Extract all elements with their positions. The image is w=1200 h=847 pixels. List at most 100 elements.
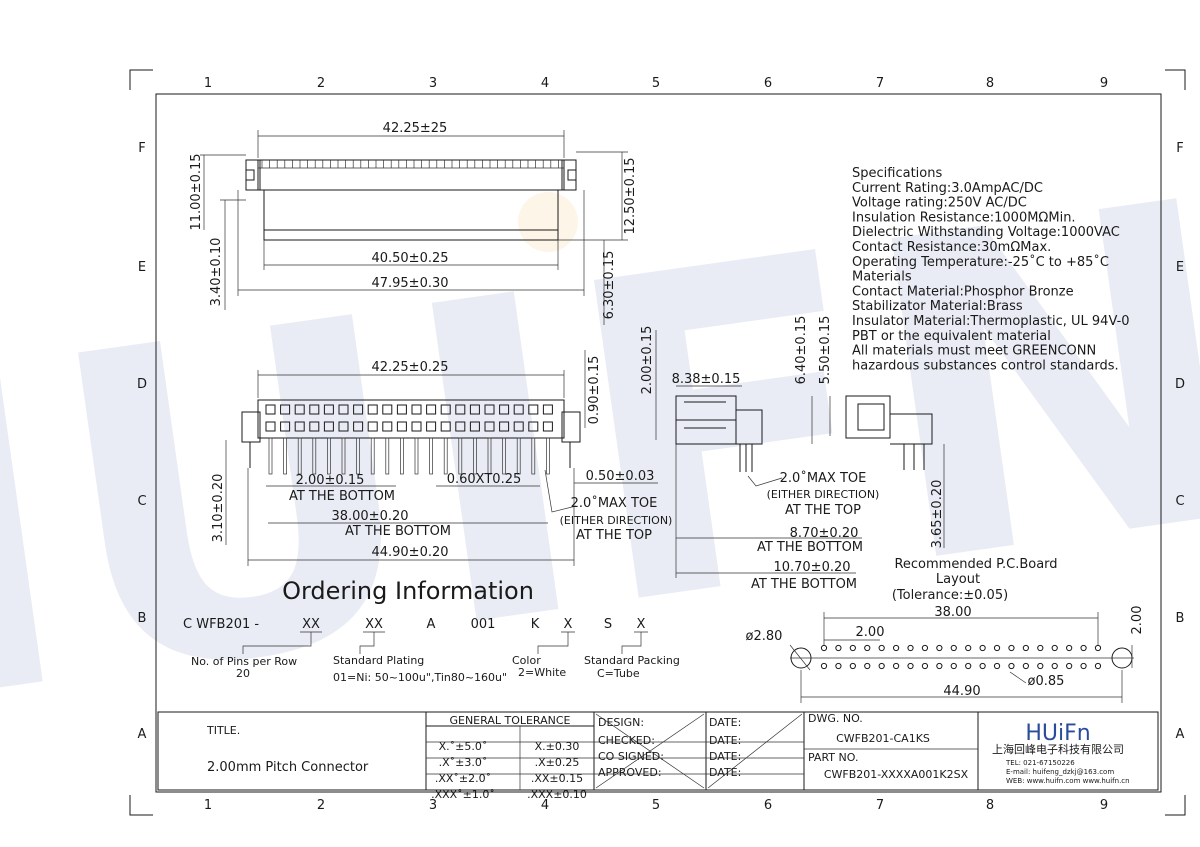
title-value: 2.00mm Pitch Connector xyxy=(207,760,369,775)
dim-side-838: 8.38±0.15 xyxy=(672,372,741,387)
pcb-pin-hole xyxy=(1066,662,1073,670)
contact-hole-top xyxy=(382,404,393,415)
contact-hole-bottom xyxy=(528,421,539,432)
ordering-title: Ordering Information xyxy=(282,577,534,605)
dim-pitch: 2.00±0.15 xyxy=(296,473,365,488)
contact-pin xyxy=(297,437,302,475)
spec-line: PBT or the equivalent material xyxy=(852,329,1051,344)
spec-line: Stabilizator Material:Brass xyxy=(852,299,1023,314)
tolerance-linear: .X±0.25 xyxy=(535,756,580,769)
ordering-plating-label: Standard Plating xyxy=(333,654,424,667)
ordering-code-001: 001 xyxy=(471,617,496,632)
spec-line: Contact Resistance:30mΩMax. xyxy=(852,240,1051,255)
contact-pin xyxy=(414,437,419,475)
contact-pin xyxy=(312,437,317,475)
contact-hole-bottom xyxy=(469,421,480,432)
watermark-dot xyxy=(518,192,578,252)
ordering-color-label: Color xyxy=(512,654,541,667)
pcb-pin-hole xyxy=(936,644,943,652)
column-label: 1 xyxy=(204,76,212,91)
contact-hole-bottom xyxy=(426,421,437,432)
sign-label: CHECKED: xyxy=(598,734,655,747)
pcb-pin-hole xyxy=(979,662,986,670)
side-view: 8.38±0.15 2.00±0.15 2.0˚MAX TOE (EITHER … xyxy=(640,326,879,592)
pcb-pin-hole xyxy=(1037,644,1044,652)
pcb-dim-4490: 44.90 xyxy=(943,684,980,699)
label-toe-1: 2.0˚MAX TOE xyxy=(571,495,658,511)
contact-hole-top xyxy=(280,404,291,415)
label-at-top-2: AT THE TOP xyxy=(785,503,861,518)
right-view: 6.40±0.15 5.50±0.15 3.65±0.20 xyxy=(794,316,945,549)
ordering-pins-value: 20 xyxy=(236,667,250,680)
company-logo: HUiFn xyxy=(1025,721,1090,746)
sign-label: CO SIGNED: xyxy=(598,750,664,763)
company-web: WEB: www.huifn.com www.huifn.cn xyxy=(1006,777,1130,785)
contact-pin xyxy=(429,437,433,475)
ordering-color-value: 2=White xyxy=(518,666,566,679)
dim-front-4490: 44.90±0.20 xyxy=(371,545,448,560)
spec-line: Contact Material:Phosphor Bronze xyxy=(852,284,1074,299)
pcb-subtitle: Layout xyxy=(936,572,980,587)
pcb-pin-hole xyxy=(1080,644,1087,652)
contact-pin xyxy=(443,437,448,475)
row-label: E xyxy=(138,260,146,275)
pcb-pin-hole xyxy=(1051,644,1058,652)
tolerance-linear: X.±0.30 xyxy=(535,740,580,753)
contact-hole-top xyxy=(396,404,407,415)
row-label: B xyxy=(138,611,147,626)
contact-hole-bottom xyxy=(338,421,349,432)
company-email: E-mail: huifeng_dzkj@163.com xyxy=(1006,768,1114,776)
contact-hole-top xyxy=(353,404,364,415)
date-label: DATE: xyxy=(709,750,741,763)
contact-pin xyxy=(356,437,360,475)
contact-pin xyxy=(546,437,550,475)
contact-pin xyxy=(268,437,273,475)
pcb-pin-hole xyxy=(849,662,856,670)
contact-hole-top xyxy=(411,404,422,415)
pcb-pin-hole xyxy=(950,662,957,670)
pcb-pin-hole xyxy=(1094,644,1102,652)
dim-front-pin-h: 0.90±0.15 xyxy=(587,356,602,425)
row-label: F xyxy=(138,141,145,156)
row-label: C xyxy=(1175,494,1184,509)
spec-line: Insulator Material:Thermoplastic, UL 94V… xyxy=(852,314,1130,329)
contact-hole-bottom xyxy=(367,421,378,432)
pcb-pin-hole xyxy=(965,644,972,652)
row-label: C xyxy=(137,494,146,509)
spec-line: Voltage rating:250V AC/DC xyxy=(852,196,1027,211)
dim-right-550: 5.50±0.15 xyxy=(818,316,833,385)
contact-hole-bottom xyxy=(353,421,364,432)
pcb-pin-hole xyxy=(993,644,1001,652)
contact-hole-bottom xyxy=(323,421,334,432)
ordering-code-k: K xyxy=(531,617,540,632)
dim-top-inner: 40.50±0.25 xyxy=(371,251,448,266)
company-name: 上海回峰电子科技有限公司 xyxy=(992,742,1124,756)
contact-pin xyxy=(370,437,375,475)
contact-pin xyxy=(283,437,287,475)
dim-pin-width: 0.60XT0.25 xyxy=(447,472,522,487)
contact-hole-top xyxy=(484,404,495,415)
contact-hole-top xyxy=(294,404,305,415)
ordering-code-color: X xyxy=(564,617,573,632)
contact-hole-bottom xyxy=(294,421,305,432)
contact-hole-bottom xyxy=(440,421,451,432)
ordering-information: Ordering Information C WFB201 - XX XX A … xyxy=(183,577,680,684)
pcb-pin-hole xyxy=(921,644,929,652)
row-label: A xyxy=(138,727,147,742)
row-label: E xyxy=(1176,260,1184,275)
spec-line: Insulation Resistance:1000MΩMin. xyxy=(852,210,1076,225)
dim-top-height-left: 11.00±0.15 xyxy=(189,153,204,230)
column-label: 2 xyxy=(317,798,325,813)
tolerance-angle: X.˚±5.0˚ xyxy=(439,740,488,753)
pcb-pin-hole xyxy=(893,644,900,652)
column-label: 5 xyxy=(652,798,660,813)
row-label: B xyxy=(1176,611,1185,626)
spec-line: Current Rating:3.0AmpAC/DC xyxy=(852,181,1043,196)
column-label: 6 xyxy=(764,798,772,813)
dwg-label: DWG. NO. xyxy=(808,712,863,725)
pcb-pin-hole xyxy=(1080,662,1087,670)
dim-top-length: 42.25±25 xyxy=(383,121,448,136)
